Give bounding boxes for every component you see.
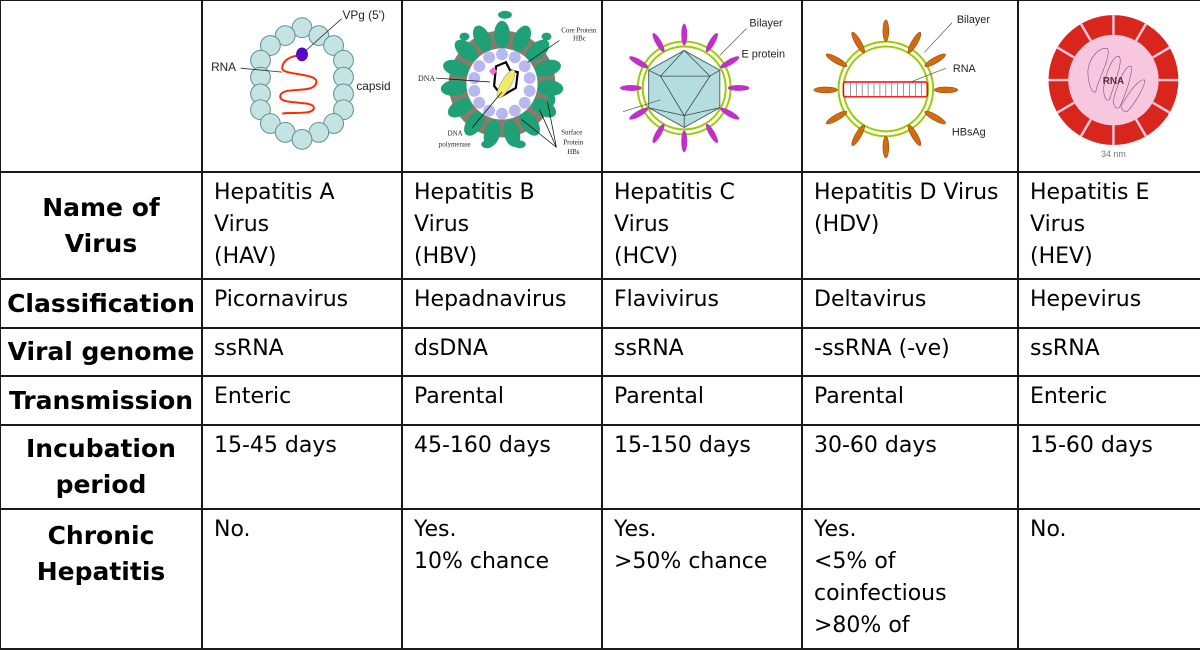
cell-hav-genome: ssRNA [201, 327, 403, 377]
cell-hdv-genome: -ssRNA (-ve) [801, 327, 1019, 377]
svg-text:Bilayer: Bilayer [749, 18, 783, 30]
row-header-classification: Classification [0, 278, 203, 329]
cell-hav-chronic: No. [201, 508, 403, 650]
row-header-transmission: Transmission [0, 375, 203, 426]
hcv-virion-icon: Bilayer E protein [619, 18, 785, 153]
cell-hev-genome: ssRNA [1017, 327, 1200, 377]
cell-hev-transmission: Enteric [1017, 375, 1200, 426]
hcv-diagram: Bilayer E protein [601, 0, 803, 173]
svg-text:HBc: HBc [573, 36, 586, 43]
svg-text:Surface: Surface [561, 129, 582, 136]
row-header-name: Name of Virus [0, 171, 203, 280]
cell-hcv-incubation: 15-150 days [601, 424, 803, 510]
hdv-diagram: Bilayer RNA HBsAg [801, 0, 1019, 173]
svg-text:capsid: capsid [356, 79, 390, 93]
cell-hev-classification: Hepevirus [1017, 278, 1200, 329]
cell-hev-incubation: 15-60 days [1017, 424, 1200, 510]
hbv-diagram: Core Protein HBc DNA DNA polymerase Surf… [401, 0, 603, 173]
cell-hbv-incubation: 45-160 days [401, 424, 603, 510]
svg-text:RNA: RNA [211, 60, 236, 74]
hav-virion-icon: VPg (5') RNA capsid [211, 8, 391, 150]
hdv-virion-icon: Bilayer RNA HBsAg [813, 14, 990, 159]
svg-text:Core Protein: Core Protein [561, 28, 597, 35]
corner-cell [0, 0, 203, 173]
svg-text:Bilayer: Bilayer [957, 14, 990, 26]
table-row: Classification Picornavirus Hepadnavirus… [0, 278, 1200, 329]
hev-diagram: RNA 34 nm [1017, 0, 1200, 173]
cell-hcv-chronic: Yes.>50% chance [601, 508, 803, 650]
svg-text:RNA: RNA [1103, 76, 1124, 87]
cell-hav-incubation: 15-45 days [201, 424, 403, 510]
svg-text:HBsAg: HBsAg [952, 126, 986, 138]
hbv-virion-icon: Core Protein HBc DNA DNA polymerase Surf… [418, 10, 597, 156]
svg-text:VPg (5'): VPg (5') [343, 8, 385, 22]
cell-hav-classification: Picornavirus [201, 278, 403, 329]
svg-text:polymerase: polymerase [439, 141, 471, 148]
cell-hdv-classification: Deltavirus [801, 278, 1019, 329]
row-header-viral-genome: Viral genome [0, 327, 203, 377]
svg-text:Protein: Protein [563, 139, 583, 146]
table-row: Viral genome ssRNA dsDNA ssRNA -ssRNA (-… [0, 327, 1200, 377]
image-row: VPg (5') RNA capsid [0, 0, 1200, 173]
cell-hdv-name: Hepatitis D Virus(HDV) [801, 171, 1019, 280]
svg-text:DNA: DNA [448, 130, 463, 137]
cell-hbv-chronic: Yes.10% chance [401, 508, 603, 650]
svg-text:34 nm: 34 nm [1101, 149, 1126, 159]
cell-hbv-classification: Hepadnavirus [401, 278, 603, 329]
cell-hbv-genome: dsDNA [401, 327, 603, 377]
cell-hdv-incubation: 30-60 days [801, 424, 1019, 510]
cell-hdv-transmission: Parental [801, 375, 1019, 426]
cell-hcv-transmission: Parental [601, 375, 803, 426]
hev-virion-icon: RNA 34 nm [1048, 15, 1179, 159]
svg-text:RNA: RNA [953, 63, 977, 75]
cell-hcv-classification: Flavivirus [601, 278, 803, 329]
svg-text:E protein: E protein [742, 48, 785, 60]
table-row: Transmission Enteric Parental Parental P… [0, 375, 1200, 426]
cell-hbv-transmission: Parental [401, 375, 603, 426]
cell-hcv-genome: ssRNA [601, 327, 803, 377]
cell-hav-transmission: Enteric [201, 375, 403, 426]
hav-diagram: VPg (5') RNA capsid [201, 0, 403, 173]
svg-text:HBs: HBs [567, 149, 580, 156]
svg-text:DNA: DNA [418, 74, 435, 83]
cell-hev-chronic: No. [1017, 508, 1200, 650]
